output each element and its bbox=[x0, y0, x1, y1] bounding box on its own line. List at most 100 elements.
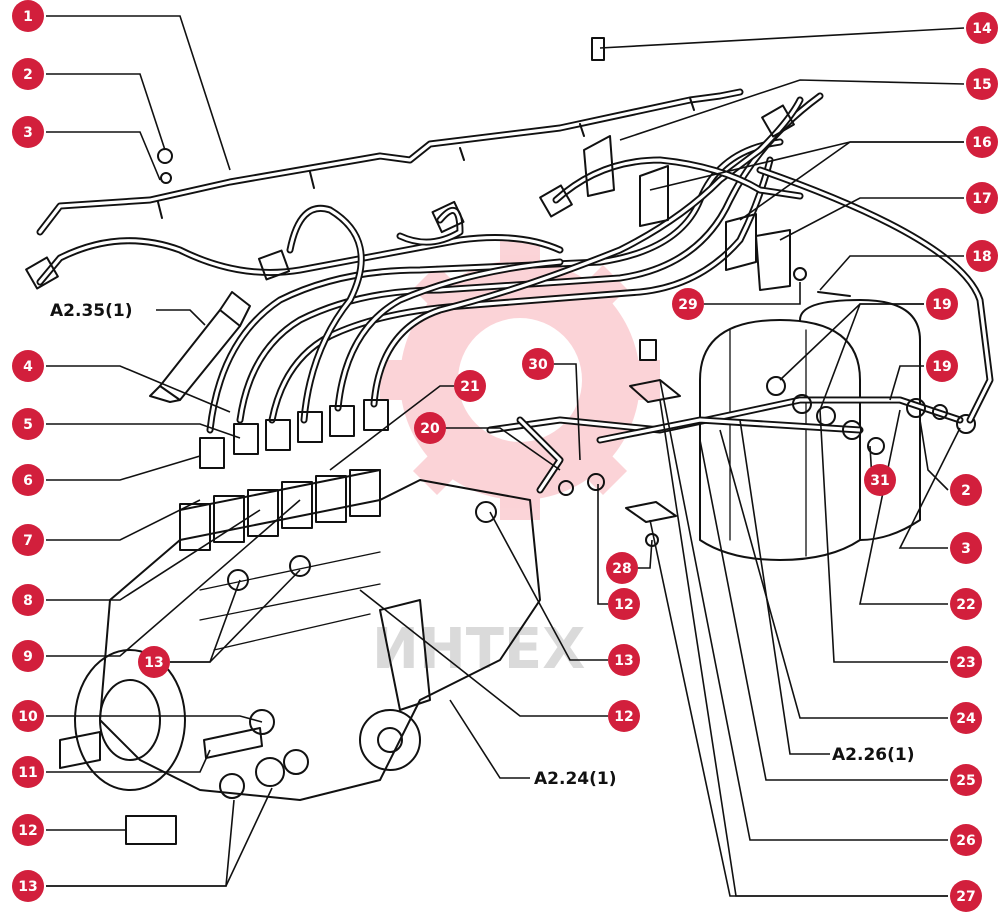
callout-number: 23 bbox=[956, 655, 975, 671]
callout-number: 20 bbox=[420, 421, 440, 437]
callout-badge bbox=[12, 408, 44, 440]
callout-badge bbox=[138, 646, 170, 678]
callout-number: 7 bbox=[23, 533, 33, 549]
callout-number: 13 bbox=[144, 655, 163, 671]
callout-badge bbox=[12, 584, 44, 616]
callout-20: 20 bbox=[414, 412, 446, 444]
callout-number: 14 bbox=[972, 21, 992, 37]
callout-2: 2 bbox=[950, 474, 982, 506]
injection-pump-body bbox=[59, 469, 541, 801]
callout-number: 15 bbox=[972, 77, 991, 93]
callout-badges: 1234567891011121314151617181929193021203… bbox=[12, 0, 998, 912]
callout-13: 13 bbox=[138, 646, 170, 678]
callout-13: 13 bbox=[608, 644, 640, 676]
callout-badge bbox=[966, 240, 998, 272]
callout-badge bbox=[12, 524, 44, 556]
callout-24: 24 bbox=[950, 702, 982, 734]
pipe-nuts bbox=[25, 104, 795, 469]
callout-badge bbox=[12, 464, 44, 496]
callout-22: 22 bbox=[950, 588, 982, 620]
callout-27: 27 bbox=[950, 880, 982, 912]
callout-9: 9 bbox=[12, 640, 44, 672]
callout-31: 31 bbox=[864, 464, 896, 496]
leak-off-rail bbox=[36, 88, 744, 236]
callout-8: 8 bbox=[12, 584, 44, 616]
callout-badge bbox=[12, 58, 44, 90]
callout-15: 15 bbox=[966, 68, 998, 100]
callout-10: 10 bbox=[12, 700, 44, 732]
callout-number: 3 bbox=[961, 541, 971, 557]
callout-badge bbox=[950, 474, 982, 506]
callout-12: 12 bbox=[12, 814, 44, 846]
callout-number: 19 bbox=[932, 359, 951, 375]
callout-number: 16 bbox=[972, 135, 991, 151]
callout-19: 19 bbox=[926, 350, 958, 382]
watermark-text: ИНТЕХ bbox=[372, 617, 585, 682]
callout-21: 21 bbox=[454, 370, 486, 402]
filter-banjo-fittings bbox=[486, 166, 994, 496]
callout-badge bbox=[454, 370, 486, 402]
callout-number: 31 bbox=[870, 473, 889, 489]
callout-number: 2 bbox=[961, 483, 971, 499]
callout-badge bbox=[12, 640, 44, 672]
callout-number: 28 bbox=[612, 561, 631, 577]
callout-26: 26 bbox=[950, 824, 982, 856]
callout-badge bbox=[950, 532, 982, 564]
callout-number: 18 bbox=[972, 249, 991, 265]
callout-number: 12 bbox=[614, 709, 633, 725]
callout-badge bbox=[608, 588, 640, 620]
callout-badge bbox=[950, 880, 982, 912]
callout-badge bbox=[606, 552, 638, 584]
callout-badge bbox=[414, 412, 446, 444]
callout-17: 17 bbox=[966, 182, 998, 214]
callout-number: 10 bbox=[18, 709, 38, 725]
callout-number: 13 bbox=[18, 879, 37, 895]
callout-badge bbox=[966, 68, 998, 100]
callout-1: 1 bbox=[12, 0, 44, 32]
callout-4: 4 bbox=[12, 350, 44, 382]
callout-badge bbox=[672, 288, 704, 320]
callout-number: 11 bbox=[18, 765, 37, 781]
callout-number: 6 bbox=[23, 473, 33, 489]
callout-13: 13 bbox=[12, 870, 44, 902]
callout-number: 12 bbox=[614, 597, 633, 613]
callout-badge bbox=[12, 700, 44, 732]
leader-lines bbox=[46, 15, 965, 897]
callout-6: 6 bbox=[12, 464, 44, 496]
callout-badge bbox=[12, 870, 44, 902]
callout-number: 4 bbox=[23, 359, 33, 375]
callout-badge bbox=[926, 350, 958, 382]
callout-25: 25 bbox=[950, 764, 982, 796]
ref-label-filter: A2.26(1) bbox=[832, 745, 914, 765]
callout-3: 3 bbox=[12, 116, 44, 148]
callout-badge bbox=[864, 464, 896, 496]
callout-badge bbox=[608, 644, 640, 676]
callout-badge bbox=[12, 0, 44, 32]
callout-badge bbox=[950, 764, 982, 796]
callout-16: 16 bbox=[966, 126, 998, 158]
callout-number: 9 bbox=[23, 649, 33, 665]
callout-19: 19 bbox=[926, 288, 958, 320]
callout-badge bbox=[608, 700, 640, 732]
callout-number: 24 bbox=[956, 711, 976, 727]
callout-number: 5 bbox=[23, 417, 33, 433]
callout-number: 3 bbox=[23, 125, 33, 141]
callout-badge bbox=[926, 288, 958, 320]
callout-number: 29 bbox=[678, 297, 697, 313]
callout-5: 5 bbox=[12, 408, 44, 440]
fuel-filter-assembly bbox=[699, 299, 921, 561]
callout-number: 2 bbox=[23, 67, 33, 83]
callout-number: 8 bbox=[23, 593, 33, 609]
callout-30: 30 bbox=[522, 348, 554, 380]
ref-label-injector: A2.35(1) bbox=[50, 301, 132, 321]
callout-14: 14 bbox=[966, 12, 998, 44]
callout-number: 1 bbox=[23, 9, 33, 25]
callout-badge bbox=[966, 126, 998, 158]
ref-label-pump-part: A2.24(1) bbox=[534, 769, 616, 789]
callout-12: 12 bbox=[608, 700, 640, 732]
callout-number: 30 bbox=[528, 357, 548, 373]
pump-fittings bbox=[125, 709, 309, 845]
callout-number: 25 bbox=[956, 773, 975, 789]
